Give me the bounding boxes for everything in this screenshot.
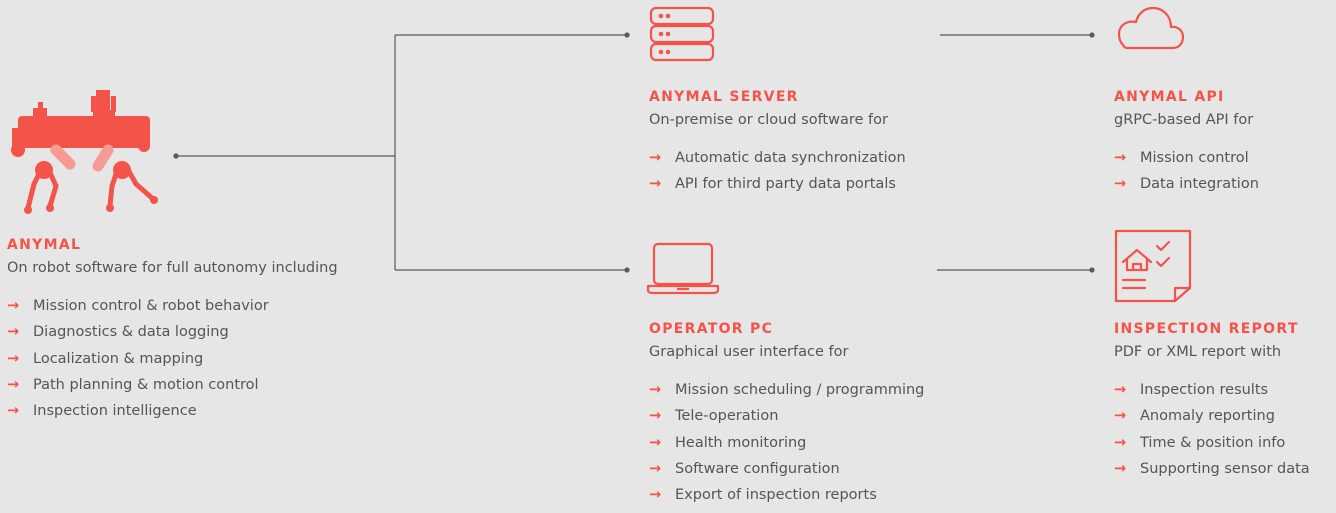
- list-item: → API for third party data portals: [649, 171, 906, 197]
- list-item-label: Inspection intelligence: [33, 403, 197, 420]
- operator-title: OPERATOR PC: [649, 321, 774, 337]
- list-item-label: Inspection results: [1140, 382, 1269, 398]
- connector-dot: [1089, 32, 1095, 38]
- anymal-feature-list: → Mission control & robot behavior → Diagno…: [7, 293, 338, 424]
- list-item-label: Time & position info: [1140, 434, 1286, 451]
- api-subtitle: gRPC-based API for: [1114, 112, 1254, 128]
- server-block: ANYMAL SERVER On-premise or cloud softwa…: [649, 88, 906, 198]
- list-item-label: Health monitoring: [675, 434, 807, 451]
- list-item: → Time & position info: [1114, 430, 1310, 456]
- list-item: → Health monitoring: [649, 430, 924, 456]
- operator-block: OPERATOR PC Graphical user interface for…: [649, 320, 924, 508]
- list-item-label: Mission control & robot behavior: [33, 298, 269, 314]
- cloud-icon: [1117, 6, 1185, 50]
- list-item-label: API for third party data portals: [675, 176, 896, 193]
- list-item-label: Localization & mapping: [33, 350, 204, 367]
- list-item: → Inspection intelligence: [7, 398, 338, 424]
- anymal-block: ANYMAL On robot software for full autono…: [7, 236, 338, 424]
- server-icon: [649, 6, 715, 62]
- list-item: → Software configuration: [649, 456, 924, 482]
- server-feature-list: → Automatic data synchronization → API for …: [649, 145, 906, 198]
- list-item-label: Diagnostics & data logging: [33, 324, 229, 341]
- list-item: → Mission control & robot behavior: [7, 293, 338, 319]
- list-item-label: Automatic data synchronization: [675, 150, 906, 166]
- arrow-icon: →: [7, 350, 20, 367]
- list-item: → Localization & mapping: [7, 346, 338, 372]
- connector-dot: [1089, 267, 1095, 273]
- connector-dot: [624, 267, 630, 273]
- list-item: → Data integration: [1114, 171, 1259, 197]
- arrow-icon: →: [1114, 434, 1127, 451]
- api-feature-list: → Mission control → Data integration: [1114, 145, 1259, 198]
- anymal-title: ANYMAL: [7, 237, 82, 253]
- list-item: → Export of inspection reports: [649, 482, 924, 508]
- operator-feature-list: → Mission scheduling / programming → Tele-o…: [649, 377, 924, 508]
- arrow-icon: →: [1114, 176, 1127, 193]
- list-item-label: Mission control: [1140, 150, 1249, 166]
- arrow-icon: →: [1114, 150, 1127, 166]
- api-block: ANYMAL API gRPC-based API for → Mission c…: [1114, 88, 1259, 198]
- list-item-label: Tele-operation: [675, 408, 779, 425]
- arrow-icon: →: [1114, 382, 1127, 398]
- list-item: → Inspection results: [1114, 377, 1310, 403]
- report-block: INSPECTION REPORT PDF or XML report with…: [1114, 320, 1310, 482]
- list-item: → Automatic data synchronization: [649, 145, 906, 171]
- report-title: INSPECTION REPORT: [1114, 321, 1299, 337]
- arrow-icon: →: [649, 487, 662, 504]
- list-item-label: Software configuration: [675, 460, 840, 477]
- list-item-label: Anomaly reporting: [1140, 408, 1275, 425]
- connector-dot: [173, 153, 179, 159]
- report-feature-list: → Inspection results → Anomaly reporting → Ti…: [1114, 377, 1310, 482]
- arrow-icon: →: [649, 382, 662, 398]
- list-item: → Diagnostics & data logging: [7, 319, 338, 345]
- arrow-icon: →: [649, 176, 662, 193]
- list-item: → Supporting sensor data: [1114, 456, 1310, 482]
- operator-subtitle: Graphical user interface for: [649, 344, 849, 360]
- arrow-icon: →: [7, 298, 20, 314]
- arrow-icon: →: [7, 376, 20, 393]
- robot-icon: [11, 90, 158, 214]
- list-item-label: Mission scheduling / programming: [675, 382, 925, 398]
- laptop-icon: [646, 242, 720, 295]
- arrow-icon: →: [1114, 408, 1127, 425]
- connector-dot: [624, 32, 630, 38]
- list-item: → Path planning & motion control: [7, 372, 338, 398]
- list-item-label: Data integration: [1140, 176, 1259, 193]
- arrow-icon: →: [649, 408, 662, 425]
- list-item: → Anomaly reporting: [1114, 403, 1310, 429]
- list-item: → Mission scheduling / programming: [649, 377, 924, 403]
- arrow-icon: →: [649, 434, 662, 451]
- list-item-label: Export of inspection reports: [675, 487, 877, 504]
- server-title: ANYMAL SERVER: [649, 89, 799, 105]
- arrow-icon: →: [649, 150, 662, 166]
- arrow-icon: →: [7, 403, 20, 420]
- list-item-label: Supporting sensor data: [1140, 460, 1310, 477]
- report-icon: [1114, 229, 1192, 303]
- arrow-icon: →: [7, 324, 20, 341]
- report-subtitle: PDF or XML report with: [1114, 344, 1282, 360]
- arrow-icon: →: [1114, 460, 1127, 477]
- list-item: → Tele-operation: [649, 403, 924, 429]
- api-title: ANYMAL API: [1114, 89, 1225, 105]
- list-item: → Mission control: [1114, 145, 1259, 171]
- list-item-label: Path planning & motion control: [33, 376, 259, 393]
- server-subtitle: On-premise or cloud software for: [649, 112, 888, 128]
- anymal-subtitle: On robot software for full autonomy incl…: [7, 260, 338, 276]
- arrow-icon: →: [649, 460, 662, 477]
